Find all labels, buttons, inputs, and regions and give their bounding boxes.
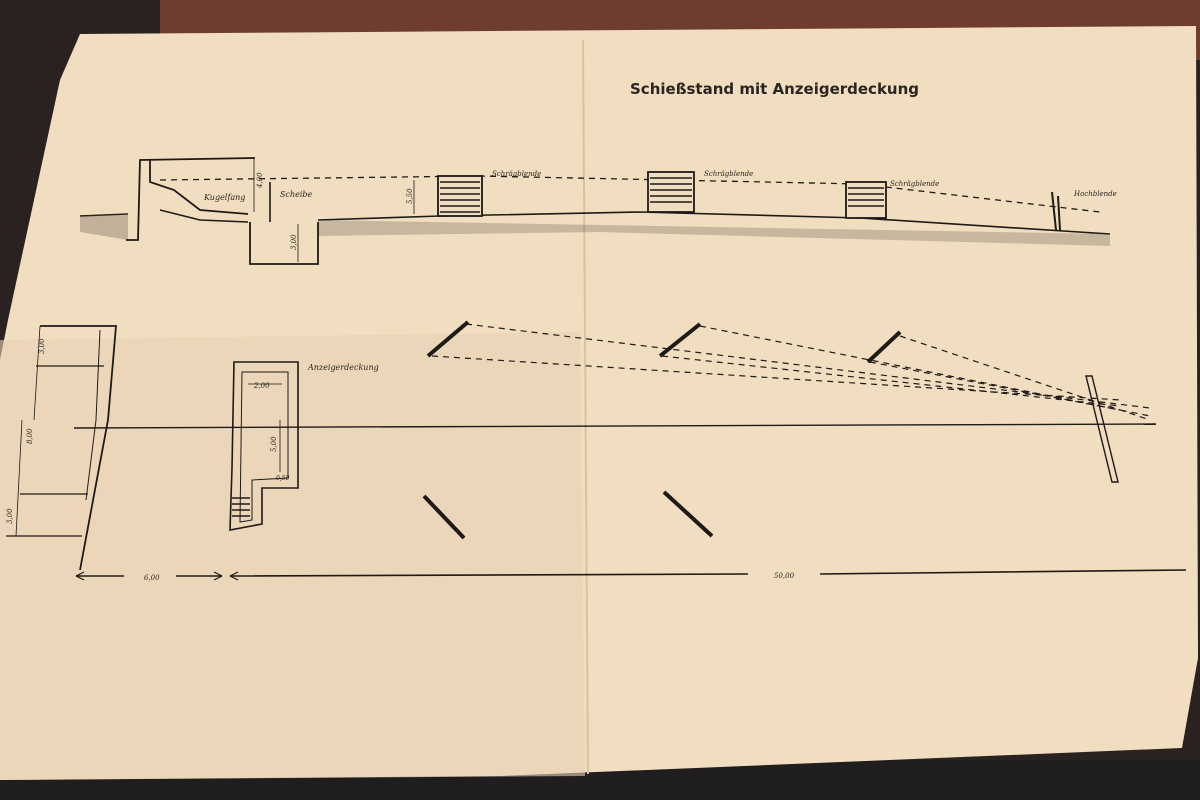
label-blende-2: Schrägblende bbox=[704, 170, 753, 178]
baffle-1 bbox=[437, 175, 483, 217]
plan-sight-lower bbox=[431, 355, 1121, 411]
backstop-inner bbox=[85, 329, 101, 501]
label-blende-3: Schrägblende bbox=[890, 180, 939, 188]
firing-post bbox=[1051, 191, 1061, 231]
backstop-plan bbox=[40, 325, 117, 571]
plan-baffle-5 bbox=[662, 490, 714, 538]
label-kugelfang: Kugelfang bbox=[203, 193, 245, 202]
plan-view bbox=[6, 320, 1187, 581]
ground-fill-1 bbox=[80, 214, 128, 240]
dim-left-top: 3,00 bbox=[38, 338, 46, 354]
dim-pit-depth: 3,00 bbox=[290, 234, 298, 250]
baffle-2 bbox=[647, 171, 695, 213]
dim-cover-small: 0,50 bbox=[276, 475, 290, 482]
dim-range-far: 50,00 bbox=[774, 572, 795, 580]
dim-wall-height: 4,00 bbox=[256, 172, 264, 189]
plan-baffle-3 bbox=[866, 330, 902, 364]
dim-target-height: 5,50 bbox=[406, 188, 414, 204]
paper-shadow bbox=[0, 332, 585, 780]
cover-stairs bbox=[232, 497, 250, 517]
dimension-arrows bbox=[75, 571, 239, 581]
firing-line-bar bbox=[1085, 375, 1119, 483]
section-view bbox=[79, 157, 1111, 265]
plan-baffle-1 bbox=[426, 320, 470, 358]
plan-baffle-4 bbox=[422, 494, 466, 540]
dim-cover-width: 2,00 bbox=[253, 382, 270, 390]
ground-line bbox=[79, 209, 1111, 235]
cover-inner bbox=[239, 371, 289, 523]
baffle-3 bbox=[845, 181, 887, 219]
plan-labels: Anzeigerdeckung 2,00 5,00 0,50 3,00 8,00… bbox=[6, 338, 795, 582]
drawing-title: Schießstand mit Anzeigerdeckung bbox=[630, 80, 919, 98]
section-labels: Kugelfang Scheibe Schrägblende Schrägble… bbox=[203, 170, 1117, 250]
paper-fold bbox=[582, 39, 589, 775]
dim-left-bottom: 3,00 bbox=[6, 508, 14, 524]
dim-range-near: 6,00 bbox=[144, 574, 160, 582]
backstop-wall bbox=[126, 157, 256, 241]
label-scheibe: Scheibe bbox=[280, 190, 313, 199]
dim-left-middle: 8,00 bbox=[26, 428, 34, 444]
dim-cover-depth: 5,00 bbox=[270, 436, 278, 452]
backstop-dim-lines bbox=[15, 325, 41, 537]
marker-pit bbox=[249, 222, 319, 265]
cover-outer bbox=[229, 361, 299, 531]
center-axis bbox=[73, 423, 1157, 429]
range-dimension-line bbox=[76, 569, 1187, 577]
ground-fill-2 bbox=[318, 220, 1110, 246]
plan-baffle-2 bbox=[658, 322, 702, 358]
backstop-ticks bbox=[6, 365, 104, 537]
label-hochblende: Hochblende bbox=[1073, 190, 1117, 198]
label-anzeigerdeckung: Anzeigerdeckung bbox=[307, 363, 379, 372]
label-blende-1: Schrägblende bbox=[492, 170, 541, 178]
